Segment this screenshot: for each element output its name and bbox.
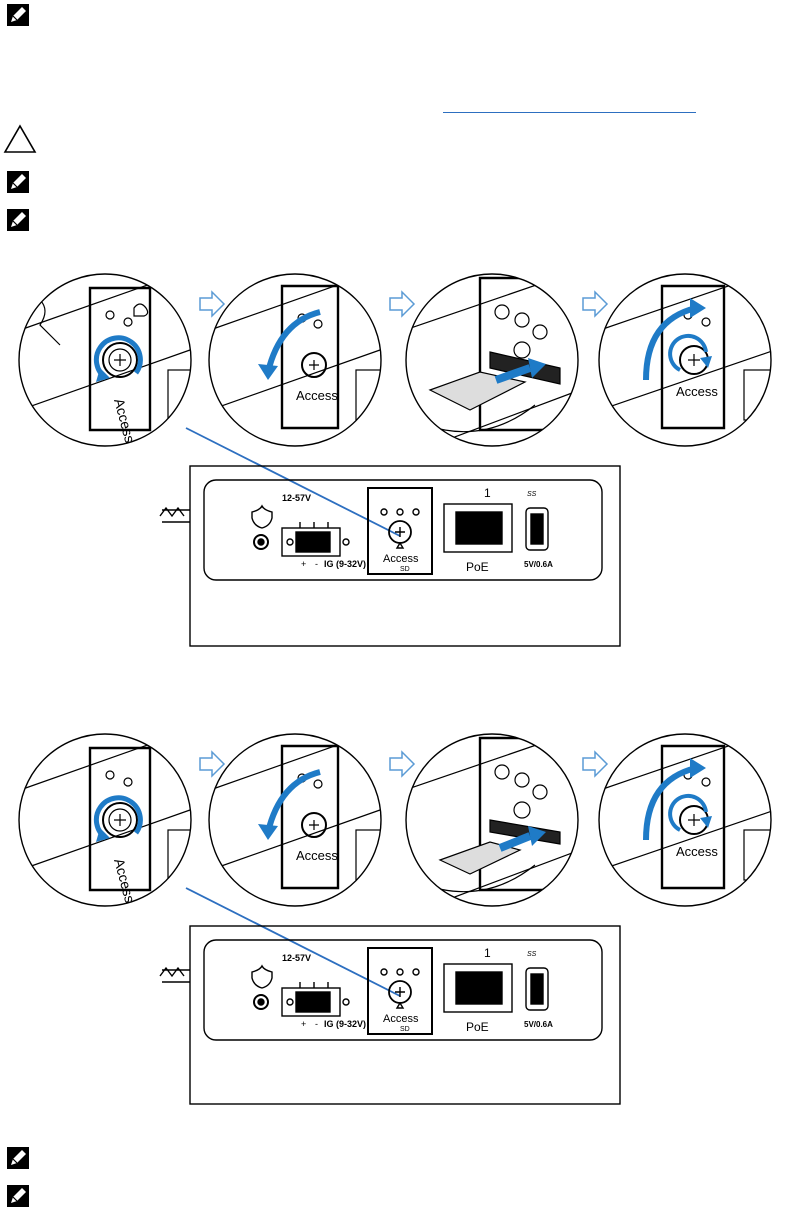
step-arrow-icon xyxy=(199,290,609,318)
poe-label: PoE xyxy=(466,1020,489,1034)
svg-text:Access: Access xyxy=(296,848,338,863)
usb-logo: SS xyxy=(527,491,537,498)
plus-label: + xyxy=(301,559,306,569)
minus-label: - xyxy=(315,559,318,569)
access-label: Access xyxy=(383,1013,419,1025)
usb-logo: SS xyxy=(527,951,537,958)
step-1-unscrew-circle: Access xyxy=(18,733,192,907)
step-2-open-door-circle: Access xyxy=(208,273,382,447)
step-2-open-door-circle: Access xyxy=(208,733,382,907)
device-rear-panel xyxy=(159,465,621,647)
ig-label: IG (9-32V) xyxy=(324,559,366,569)
power-label: 12-57V xyxy=(282,493,311,503)
usb-rating: 5V/0.6A xyxy=(524,1020,553,1029)
note-pencil-icon xyxy=(7,1147,29,1169)
power-label: 12-57V xyxy=(282,953,311,963)
sd-label: SD xyxy=(400,1026,410,1033)
note-pencil-icon xyxy=(7,4,29,26)
access-label: Access xyxy=(383,553,419,565)
svg-text:Access: Access xyxy=(296,388,338,403)
svg-text:Access: Access xyxy=(676,384,718,399)
figure-sd-card-install: Access Access xyxy=(18,273,772,647)
ig-label: IG (9-32V) xyxy=(324,1019,366,1029)
device-rear-panel xyxy=(159,925,621,1105)
step-1-unscrew-circle: Access xyxy=(18,273,192,447)
sd-label: SD xyxy=(400,566,410,573)
poe-label: PoE xyxy=(466,560,489,574)
lan-number: 1 xyxy=(484,946,491,960)
plus-label: + xyxy=(301,1019,306,1029)
note-pencil-icon xyxy=(7,209,29,231)
caution-triangle-icon xyxy=(3,124,37,153)
svg-text:Access: Access xyxy=(676,844,718,859)
minus-label: - xyxy=(315,1019,318,1029)
note-pencil-icon xyxy=(7,171,29,193)
figure-microsd-card-install: Access Access xyxy=(18,733,772,1105)
step-3-insert-card-circle xyxy=(405,273,579,447)
note-pencil-icon xyxy=(7,1185,29,1207)
step-3-insert-microsd-circle xyxy=(405,733,579,907)
lan-number: 1 xyxy=(484,486,491,500)
step-4-close-and-screw-circle: Access xyxy=(598,273,772,447)
step-arrow-icon xyxy=(199,750,609,778)
step-4-close-and-screw-circle: Access xyxy=(598,733,772,907)
hyperlink-underline[interactable] xyxy=(443,112,696,113)
usb-rating: 5V/0.6A xyxy=(524,560,553,569)
